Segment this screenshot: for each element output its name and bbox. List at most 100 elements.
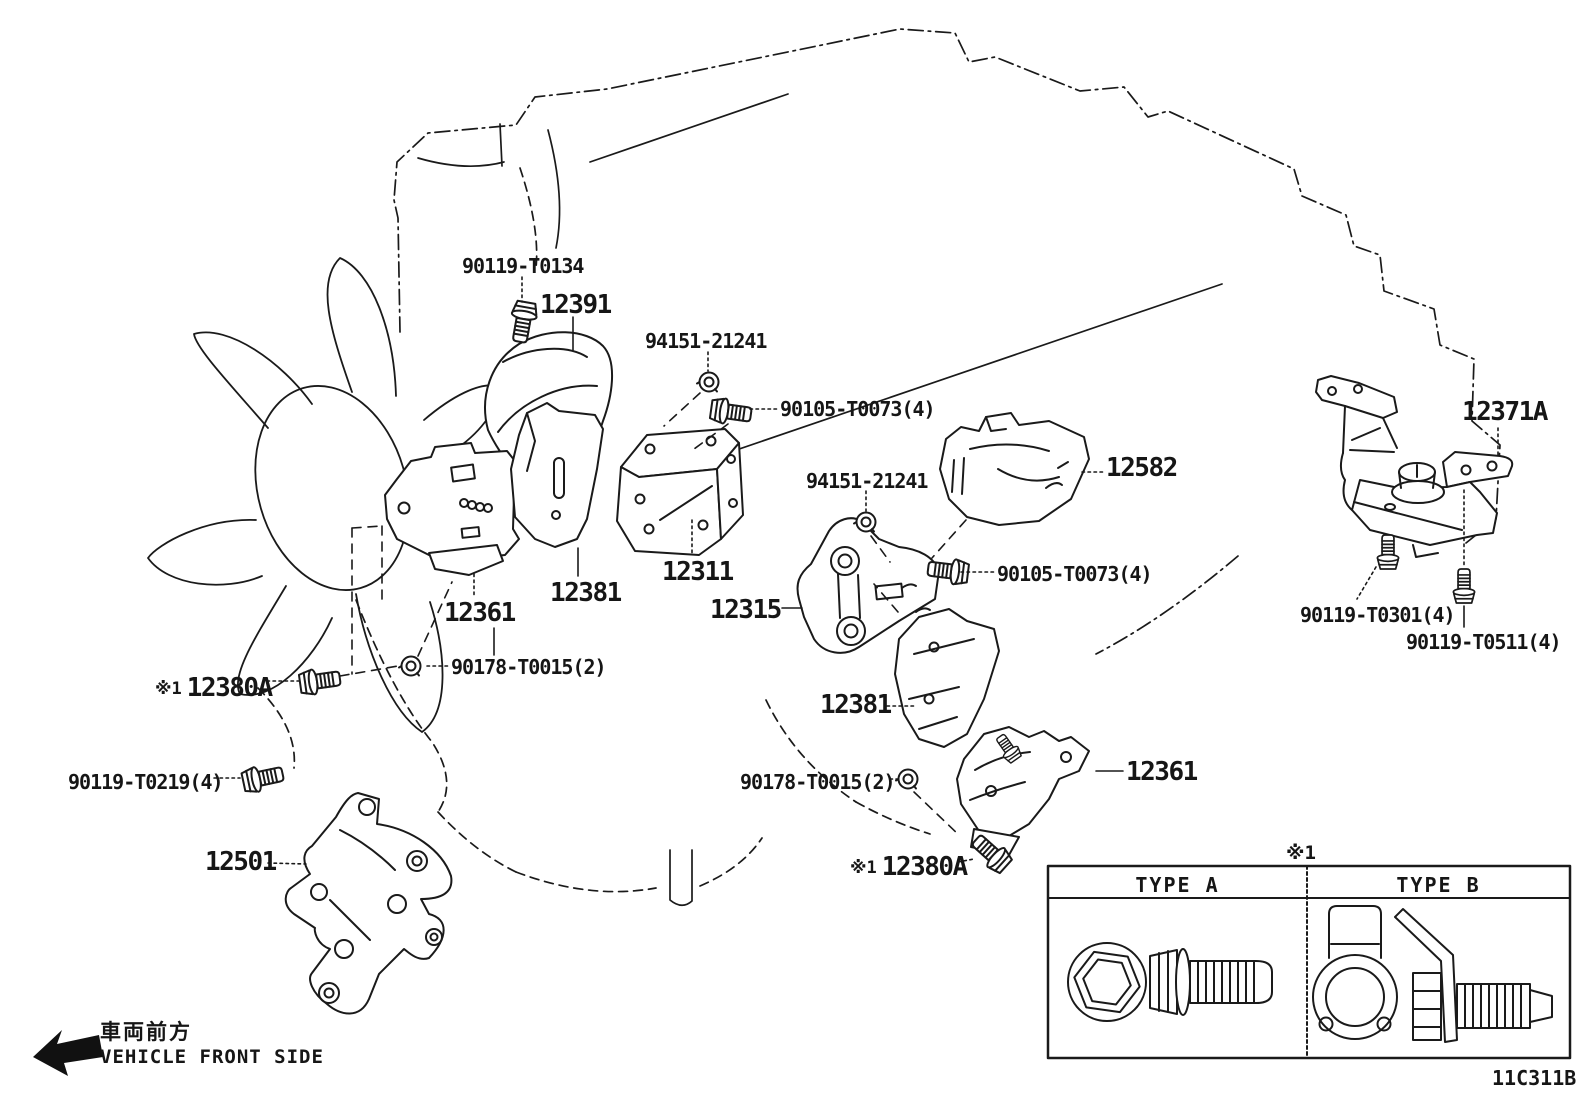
engine-tab — [669, 849, 693, 907]
part-number-text: 12371A — [1462, 397, 1548, 427]
vehicle-front-arrow-icon — [33, 1030, 103, 1076]
fastener-type-table — [1046, 864, 1572, 1060]
engine-curve — [515, 871, 657, 893]
engine-curve — [257, 687, 296, 769]
footnote-mark: ※1 — [155, 679, 182, 699]
bolt-icon — [1376, 534, 1400, 570]
engine-contour-lowerleft — [355, 599, 448, 813]
label-nut-94151-21241-lower: 94151-21241 — [806, 469, 928, 493]
engine-contour-main — [393, 28, 1501, 544]
engine-contour-right — [1095, 555, 1239, 655]
diagram-code: 11C311B — [1492, 1066, 1577, 1090]
label-nut-90178-T0015-upper: 90178-T0015(2) — [451, 655, 607, 679]
fan-drawing — [147, 257, 499, 733]
label-part-12311: 12311 — [662, 557, 734, 587]
part-number-text: 90178-T0015(2) — [451, 655, 607, 679]
vehicle-front-label-en: VEHICLE FRONT SIDE — [100, 1046, 324, 1068]
label-part-12371A: 12371A — [1462, 397, 1548, 427]
fan-blade — [147, 519, 263, 586]
part-12582-art — [939, 412, 1090, 526]
label-bolt-90105-T0073-upper: 90105-T0073(4) — [780, 397, 936, 421]
type-a-bolt-front — [1067, 942, 1147, 1022]
part-12501-art — [284, 792, 453, 1015]
part-number-text: 90105-T0073(4) — [780, 397, 936, 421]
engine-detail — [519, 167, 538, 269]
part-number-text: 12380A — [186, 673, 273, 703]
part-number-text: 12380A — [881, 852, 968, 882]
label-part-12501: 12501 — [205, 847, 277, 877]
fan-blade — [355, 593, 444, 733]
bolt-icon — [708, 395, 754, 429]
part-number-text: 90119-T0301(4) — [1300, 603, 1456, 627]
part-12361-lower-art — [956, 726, 1090, 856]
fan-blade — [326, 257, 397, 397]
vehicle-front-label-jp: 車両前方 — [100, 1020, 192, 1044]
nut-icon — [696, 371, 720, 393]
part-number-text: 90119-T0219(4) — [68, 770, 224, 794]
bolt-icon — [1452, 568, 1476, 604]
part-number-text: 90178-T0015(2) — [740, 770, 896, 794]
part-number-text: 12391 — [540, 290, 612, 320]
label-bolt-90119-T0301: 90119-T0301(4) — [1300, 603, 1456, 627]
label-part-12381-lower: 12381 — [820, 690, 892, 720]
part-number-text: 12311 — [662, 557, 734, 587]
bolt-icon — [239, 760, 287, 796]
fan-blade — [236, 585, 333, 696]
nut-icon — [398, 655, 422, 677]
part-12381-left-art — [510, 402, 604, 548]
table-header-type-a: TYPE A — [1135, 873, 1220, 897]
part-12371A-art — [1315, 375, 1514, 558]
part-12311-art — [616, 428, 744, 556]
label-bolt-90119-T0134: 90119-T0134 — [462, 254, 584, 278]
engine-curve — [699, 837, 763, 887]
part-12361-left-art — [384, 442, 520, 576]
part-number-text: 12381 — [820, 690, 892, 720]
part-number-text: 12501 — [205, 847, 277, 877]
table-header-type-b: TYPE B — [1396, 873, 1481, 897]
label-bolt-90105-T0073-lower: 90105-T0073(4) — [997, 562, 1153, 586]
part-12381-lower-art — [894, 608, 1000, 748]
part-number-text: 94151-21241 — [645, 329, 767, 353]
engine-outline — [257, 28, 1501, 907]
part-number-text: 12315 — [710, 595, 782, 625]
label-part-12391: 12391 — [540, 290, 612, 320]
part-12315-art — [796, 517, 940, 654]
part-number-text: 12582 — [1106, 453, 1178, 483]
engine-detail — [417, 157, 505, 168]
footnote-mark: ※1 — [850, 858, 877, 878]
part-number-text: 90105-T0073(4) — [997, 562, 1153, 586]
engine-curve — [765, 699, 857, 803]
engine-detail — [547, 129, 561, 249]
label-bolt-90119-T0511: 90119-T0511(4) — [1406, 630, 1562, 654]
part-number-text: 12361 — [444, 598, 516, 628]
fan-hub — [254, 385, 410, 591]
part-number-text: 12361 — [1126, 757, 1198, 787]
label-nut-94151-21241-upper: 94151-21241 — [645, 329, 767, 353]
engine-curve — [437, 811, 517, 873]
engine-detail — [499, 123, 503, 167]
table-footnote-mark: ※1 — [1286, 842, 1316, 864]
label-part-12361-left: 12361 — [444, 598, 516, 628]
label-part-12381-left: 12381 — [550, 578, 622, 608]
label-nut-90178-T0015-lower: 90178-T0015(2) — [740, 770, 896, 794]
fan-blade — [193, 331, 313, 429]
label-part-12582: 12582 — [1106, 453, 1178, 483]
bolt-icon — [297, 664, 343, 698]
type-a-bolt-side — [1149, 948, 1273, 1016]
leader-lines — [213, 276, 1499, 865]
table-border — [1046, 864, 1572, 1060]
valve-cover-edge — [589, 93, 789, 163]
label-part-12315: 12315 — [710, 595, 782, 625]
label-bolt-90119-T0219: 90119-T0219(4) — [68, 770, 224, 794]
part-number-text: 90119-T0511(4) — [1406, 630, 1562, 654]
part-number-text: 12381 — [550, 578, 622, 608]
label-part-12361-lower: 12361 — [1126, 757, 1198, 787]
part-number-text: 90119-T0134 — [462, 254, 584, 278]
engine-curve — [855, 801, 931, 835]
type-b-bolt-side — [1394, 908, 1553, 1043]
part-number-text: 94151-21241 — [806, 469, 928, 493]
